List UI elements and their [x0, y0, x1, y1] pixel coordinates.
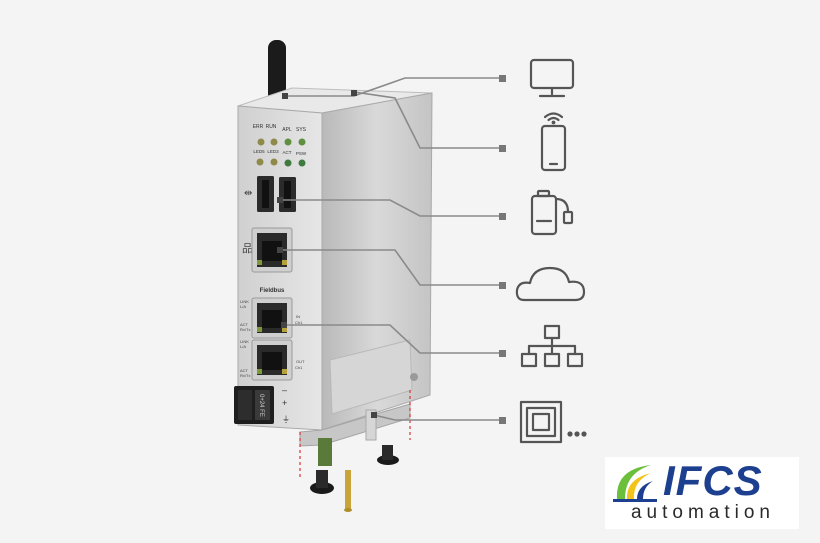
led-label-err: ERR: [253, 124, 264, 130]
ellipsis-dots: [567, 431, 587, 437]
rfid-nfc-tag-icon: [519, 400, 563, 444]
label-link-bottom: LINK: [240, 339, 249, 344]
ethernet-port: 品: [242, 227, 293, 273]
logo-subtitle: automation: [630, 502, 775, 523]
led-label-apl: APL: [282, 127, 292, 133]
label-out: OUT: [296, 359, 305, 364]
led-label-run: RUN: [266, 124, 277, 130]
logo-wordmark: IFCS: [663, 457, 763, 504]
wireless-smartphone-icon: [540, 112, 567, 172]
ifcs-automation-logo: IFCS automation: [605, 457, 799, 529]
connector-endpoints: [277, 75, 506, 424]
led-label-psw: PSW: [296, 151, 307, 156]
fieldbus-ports: LINK L/A ACT Rx/Tx LINK L/A ACT Rx/Tx IN…: [240, 297, 305, 381]
network-hierarchy-icon: [520, 324, 584, 368]
desktop-monitor-icon: [529, 58, 575, 98]
label-in: IN: [296, 314, 300, 319]
usb-icon: ⇹: [244, 188, 252, 199]
led-label-sys: SYS: [296, 127, 307, 133]
label-la-bottom: L/A: [240, 344, 246, 349]
usb-ports: ⇹: [244, 176, 296, 212]
usb-battery-storage-icon: [530, 189, 574, 236]
label-rxtx-bottom: Rx/Tx: [240, 373, 250, 378]
ground-icon: ⏚: [282, 415, 290, 424]
power-label: 0+24 FE: [258, 394, 264, 417]
led-label-led3: LED3: [267, 149, 279, 154]
plus-sign: +: [282, 398, 287, 408]
status-led-panel: ERR RUN APL SYS LED5 LED3 ACT PSW: [253, 124, 307, 167]
label-link-top: LINK: [240, 299, 249, 304]
led-label-act: ACT: [283, 150, 292, 155]
label-rxtx-top: Rx/Tx: [240, 327, 250, 332]
logo-swoosh-icon: [613, 465, 657, 502]
lan-icon: 品: [242, 242, 253, 255]
label-act-bottom: ACT: [240, 368, 249, 373]
connector-lines: [280, 77, 500, 421]
gateway-device: ERR RUN APL SYS LED5 LED3 ACT PSW ⇹: [234, 40, 433, 512]
cloud-icon: [515, 266, 586, 302]
label-la-top: L/A: [240, 304, 246, 309]
led-label-led5: LED5: [253, 149, 265, 154]
label-out-ch1: Ch1: [295, 365, 303, 370]
label-act-top: ACT: [240, 322, 249, 327]
label-in-ch1: Ch1: [295, 320, 303, 325]
fieldbus-label: Fieldbus: [260, 288, 285, 294]
minus-sign: –: [282, 385, 287, 395]
power-terminal: – + ⏚ 0+24 FE: [234, 385, 290, 424]
